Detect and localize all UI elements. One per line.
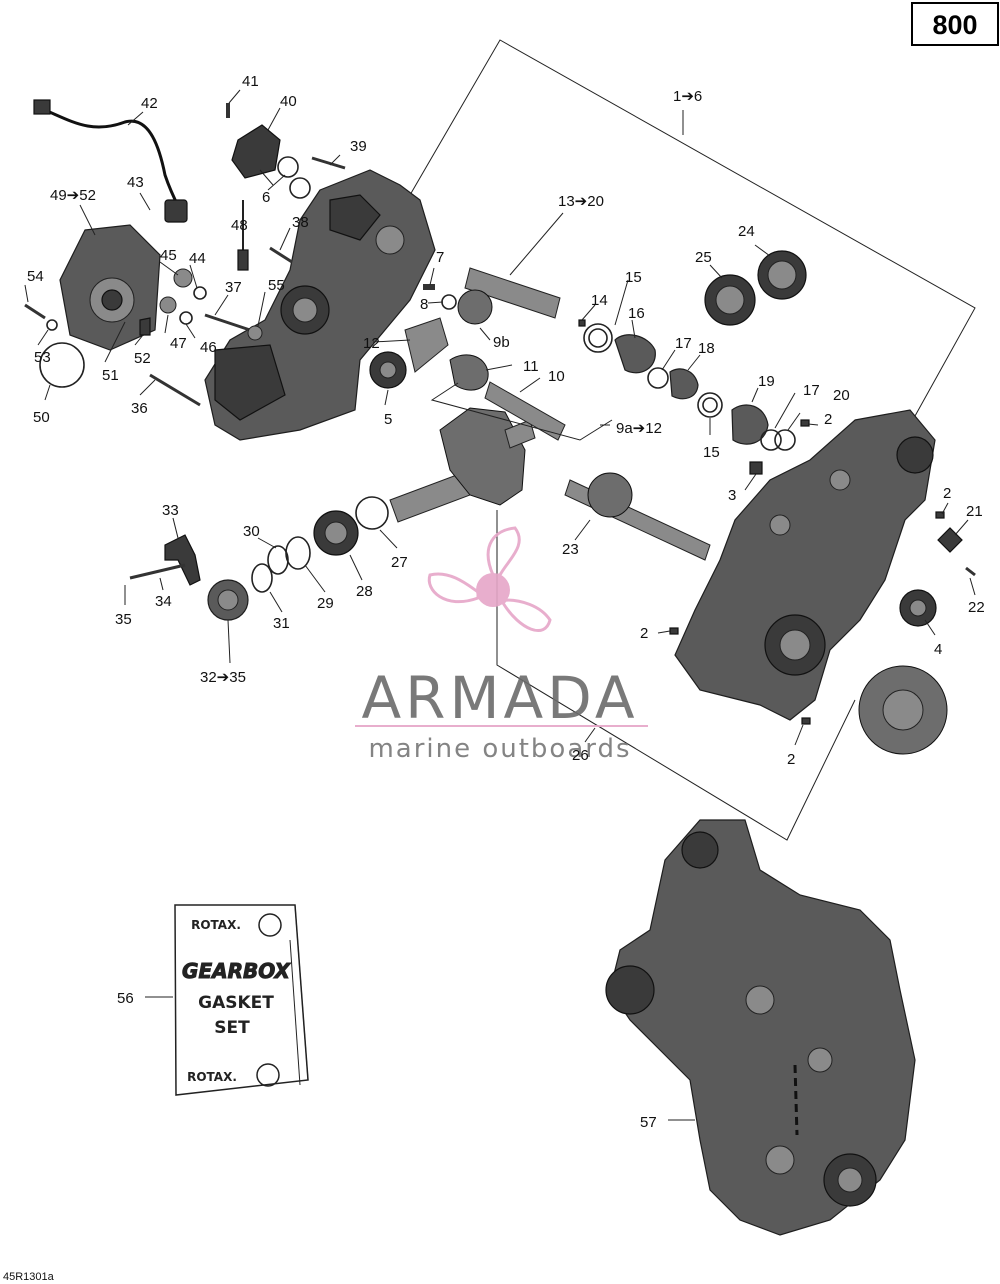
sensor-wire-harness [33, 99, 188, 223]
callout-47: 47 [170, 335, 187, 352]
callout-12: 12 [363, 335, 380, 352]
right-case-half [669, 409, 945, 725]
bevel-gear-shaft [389, 407, 536, 523]
shift-actuator-motor [39, 224, 161, 388]
watermark-brand: ARMADA [361, 664, 638, 732]
package-line2: GASKET [198, 993, 274, 1013]
callout-43: 43 [127, 174, 144, 191]
seals-24-25 [704, 250, 807, 326]
callout-labels: 41 42 40 39 43 6 49➔52 38 48 45 44 37 55… [27, 73, 985, 1131]
callout-15a: 15 [625, 269, 642, 286]
countershaft-23 [564, 472, 711, 561]
callout-45: 45 [160, 247, 177, 264]
callout-38: 38 [292, 214, 309, 231]
callout-35: 35 [115, 611, 132, 628]
callout-13-20: 13➔20 [558, 193, 604, 210]
callout-15b: 15 [703, 444, 720, 461]
callout-26: 26 [572, 747, 589, 764]
callout-49-52: 49➔52 [50, 187, 96, 204]
callout-56: 56 [117, 990, 134, 1007]
callout-10: 10 [548, 368, 565, 385]
callout-46: 46 [200, 339, 217, 356]
callout-22: 22 [968, 599, 985, 616]
package-line3: SET [214, 1018, 250, 1038]
callout-42: 42 [141, 95, 158, 112]
callout-25: 25 [695, 249, 712, 266]
callout-40: 40 [280, 93, 297, 110]
armada-watermark: ARMADA marine outboards [355, 526, 648, 764]
rotax-badge-bottom [256, 1063, 280, 1087]
gasket-set-package: ROTAX. GEARBOX GASKET SET ROTAX. [174, 904, 309, 1096]
callout-2c: 2 [640, 625, 648, 642]
callout-53: 53 [34, 349, 51, 366]
package-line1: GEARBOX [182, 959, 291, 983]
callout-32-35: 32➔35 [200, 669, 246, 686]
callout-31: 31 [273, 615, 290, 632]
callout-36: 36 [131, 400, 148, 417]
callout-29: 29 [317, 595, 334, 612]
callout-18: 18 [698, 340, 715, 357]
callout-34: 34 [155, 593, 172, 610]
callout-8: 8 [420, 296, 428, 313]
propeller-logo [427, 526, 552, 632]
callout-11: 11 [523, 358, 539, 375]
callout-4: 4 [934, 641, 942, 658]
callout-30: 30 [243, 523, 260, 540]
callout-16: 16 [628, 305, 645, 322]
position-sensor [231, 124, 311, 199]
callout-52: 52 [134, 350, 151, 367]
output-shaft-components [129, 496, 389, 621]
callout-2d: 2 [787, 751, 795, 768]
callout-2a: 2 [824, 411, 832, 428]
callout-24: 24 [738, 223, 755, 240]
page-code-box: 800 [911, 2, 999, 46]
page-code: 800 [932, 10, 977, 40]
callout-1-6: 1➔6 [673, 88, 702, 105]
callout-48: 48 [231, 217, 248, 234]
callout-3: 3 [728, 487, 736, 504]
callout-44: 44 [189, 250, 206, 267]
callout-14: 14 [591, 292, 608, 309]
callout-33: 33 [162, 502, 179, 519]
package-brand-top: ROTAX. [191, 918, 241, 932]
leader-lines [24, 89, 976, 1121]
rotax-badge-top [258, 913, 282, 937]
left-case-half [204, 169, 436, 441]
package-brand-bottom: ROTAX. [187, 1070, 237, 1084]
callout-51: 51 [102, 367, 119, 384]
callout-20: 20 [833, 387, 850, 404]
callout-27: 27 [391, 554, 408, 571]
callout-2b: 2 [943, 485, 951, 502]
callout-37: 37 [225, 279, 242, 296]
callout-7: 7 [436, 249, 444, 266]
callout-50: 50 [33, 409, 50, 426]
callout-28: 28 [356, 583, 373, 600]
upper-gear-cluster [369, 267, 566, 441]
callout-39: 39 [350, 138, 367, 155]
callout-5: 5 [384, 411, 392, 428]
callout-17b: 17 [803, 382, 820, 399]
callout-55: 55 [268, 277, 285, 294]
callout-17a: 17 [675, 335, 692, 352]
fasteners-left [24, 103, 346, 407]
synchro-assemblies [578, 319, 810, 451]
callout-23: 23 [562, 541, 579, 558]
callout-57: 57 [640, 1114, 657, 1131]
cover-bearing-gear [858, 527, 976, 755]
assembled-gearbox [605, 819, 916, 1236]
callout-21: 21 [966, 503, 983, 520]
callout-6: 6 [262, 189, 270, 206]
watermark-tagline: marine outboards [368, 734, 631, 764]
callout-54: 54 [27, 268, 44, 285]
figure-id: 45R1301a [3, 1271, 55, 1283]
callout-19: 19 [758, 373, 775, 390]
callout-9b: 9b [493, 334, 510, 351]
callout-9a-12: 9a➔12 [616, 420, 662, 437]
callout-41: 41 [242, 73, 259, 90]
